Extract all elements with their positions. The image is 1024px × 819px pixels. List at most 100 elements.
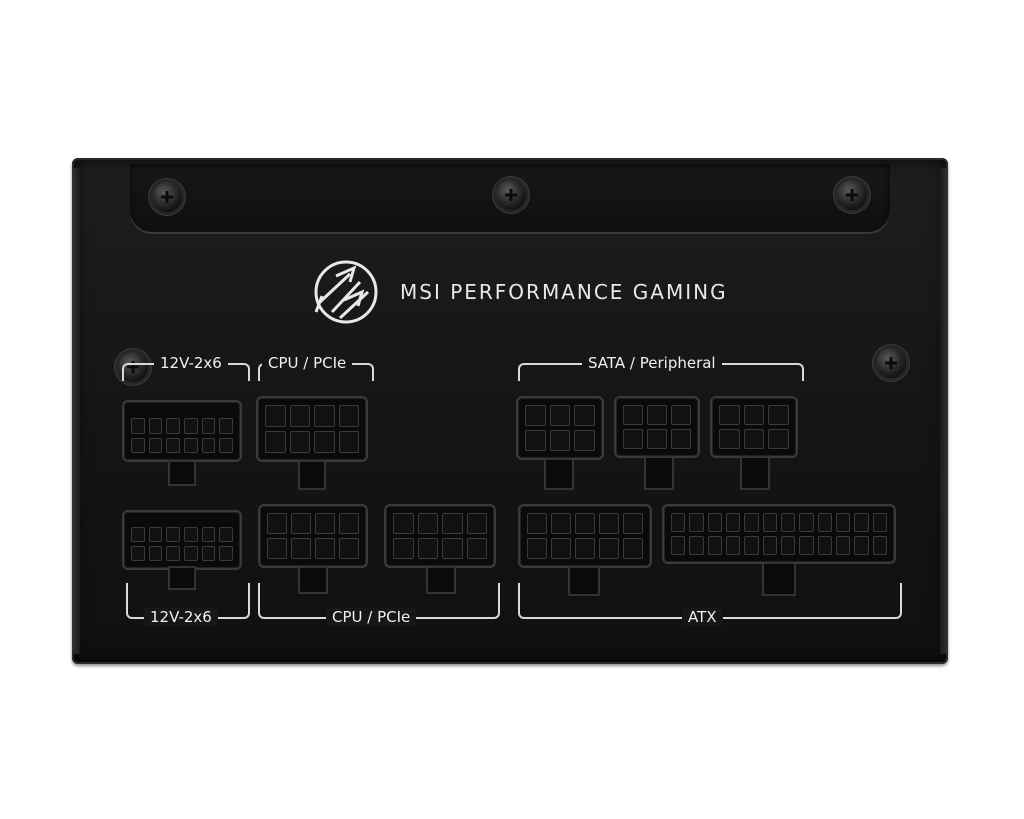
pin xyxy=(315,513,335,534)
screw-icon xyxy=(876,348,906,378)
pin xyxy=(743,429,765,449)
pin xyxy=(265,431,286,453)
pin xyxy=(744,513,759,532)
pin xyxy=(768,405,789,425)
pin xyxy=(671,513,686,532)
port-latch xyxy=(428,568,454,592)
pin xyxy=(184,527,198,542)
pin xyxy=(201,546,216,561)
pin xyxy=(466,513,487,534)
pin xyxy=(466,538,487,559)
label-cpu-pcie-bottom: CPU / PCIe xyxy=(326,608,417,626)
pin xyxy=(315,538,335,559)
pin xyxy=(835,536,851,555)
pin xyxy=(442,513,463,534)
pin xyxy=(442,538,463,559)
pin xyxy=(525,405,546,426)
pin xyxy=(201,418,216,434)
pin xyxy=(338,431,359,453)
pin xyxy=(872,536,887,555)
pin xyxy=(762,513,777,532)
port-atx-main[interactable] xyxy=(664,506,894,562)
pin xyxy=(689,536,704,555)
pin xyxy=(314,431,335,453)
pin xyxy=(599,513,619,534)
port-pins xyxy=(267,513,359,559)
label-atx: ATX xyxy=(682,608,723,626)
port-pins xyxy=(265,405,359,453)
pin xyxy=(854,536,869,555)
pin xyxy=(184,546,198,561)
pin xyxy=(647,429,667,449)
port-cpu-pcie-bottom-2[interactable] xyxy=(386,506,494,566)
pin xyxy=(574,430,595,451)
pin xyxy=(599,538,619,559)
port-latch xyxy=(546,460,572,488)
port-sata-peripheral-3[interactable] xyxy=(712,398,796,456)
panel-edge-left xyxy=(72,168,80,654)
pin xyxy=(725,513,741,532)
port-latch xyxy=(742,458,768,488)
port-12v-2x6-bottom[interactable] xyxy=(124,512,240,568)
port-12v-2x6-top[interactable] xyxy=(124,402,240,460)
pin xyxy=(551,513,571,534)
port-sata-peripheral-2[interactable] xyxy=(616,398,698,456)
pin xyxy=(671,536,686,555)
port-latch xyxy=(646,458,672,488)
port-pins xyxy=(527,513,643,559)
pin xyxy=(148,418,163,434)
label-12v-2x6-bottom: 12V-2x6 xyxy=(144,608,218,626)
pin xyxy=(339,538,359,559)
pin xyxy=(707,536,722,555)
pin xyxy=(671,405,691,425)
pin xyxy=(291,538,311,559)
pin xyxy=(623,538,643,559)
port-latch xyxy=(300,462,324,488)
pin xyxy=(148,437,163,453)
pin xyxy=(762,536,777,555)
pin xyxy=(393,538,414,559)
port-pins xyxy=(131,527,233,561)
pin xyxy=(527,513,547,534)
pin xyxy=(219,546,233,561)
pin xyxy=(744,536,759,555)
pin xyxy=(574,405,595,426)
pin xyxy=(872,513,887,532)
pin xyxy=(289,405,310,427)
panel-edge-right xyxy=(940,168,948,654)
label-12v-2x6-top: 12V-2x6 xyxy=(154,354,228,372)
label-sata-peripheral: SATA / Peripheral xyxy=(582,354,722,372)
screw-icon xyxy=(837,180,867,210)
pin xyxy=(817,536,832,555)
port-cpu-pcie-bottom-1[interactable] xyxy=(260,506,366,566)
port-pins xyxy=(525,405,595,451)
pin xyxy=(854,513,869,532)
pin xyxy=(166,437,180,453)
pin xyxy=(219,437,233,453)
pin xyxy=(549,405,571,426)
port-pins xyxy=(131,418,233,453)
pin xyxy=(267,513,287,534)
pin xyxy=(689,513,704,532)
pin xyxy=(166,527,180,542)
pin xyxy=(780,513,796,532)
port-cpu-pcie-top[interactable] xyxy=(258,398,366,460)
pin xyxy=(551,538,571,559)
pin xyxy=(768,429,789,449)
pin xyxy=(725,536,741,555)
pin xyxy=(549,430,571,451)
port-pins xyxy=(623,405,691,449)
pin xyxy=(184,437,198,453)
port-latch xyxy=(300,568,326,592)
pin xyxy=(623,513,643,534)
port-atx-left[interactable] xyxy=(520,506,650,566)
pin xyxy=(835,513,851,532)
port-pins xyxy=(671,513,887,555)
pin xyxy=(623,405,643,425)
pin xyxy=(799,513,814,532)
pin xyxy=(219,418,233,434)
port-sata-peripheral-1[interactable] xyxy=(518,398,602,458)
brand: MSI PERFORMANCE GAMING xyxy=(310,252,728,332)
pin xyxy=(707,513,722,532)
screw-icon xyxy=(496,180,526,210)
